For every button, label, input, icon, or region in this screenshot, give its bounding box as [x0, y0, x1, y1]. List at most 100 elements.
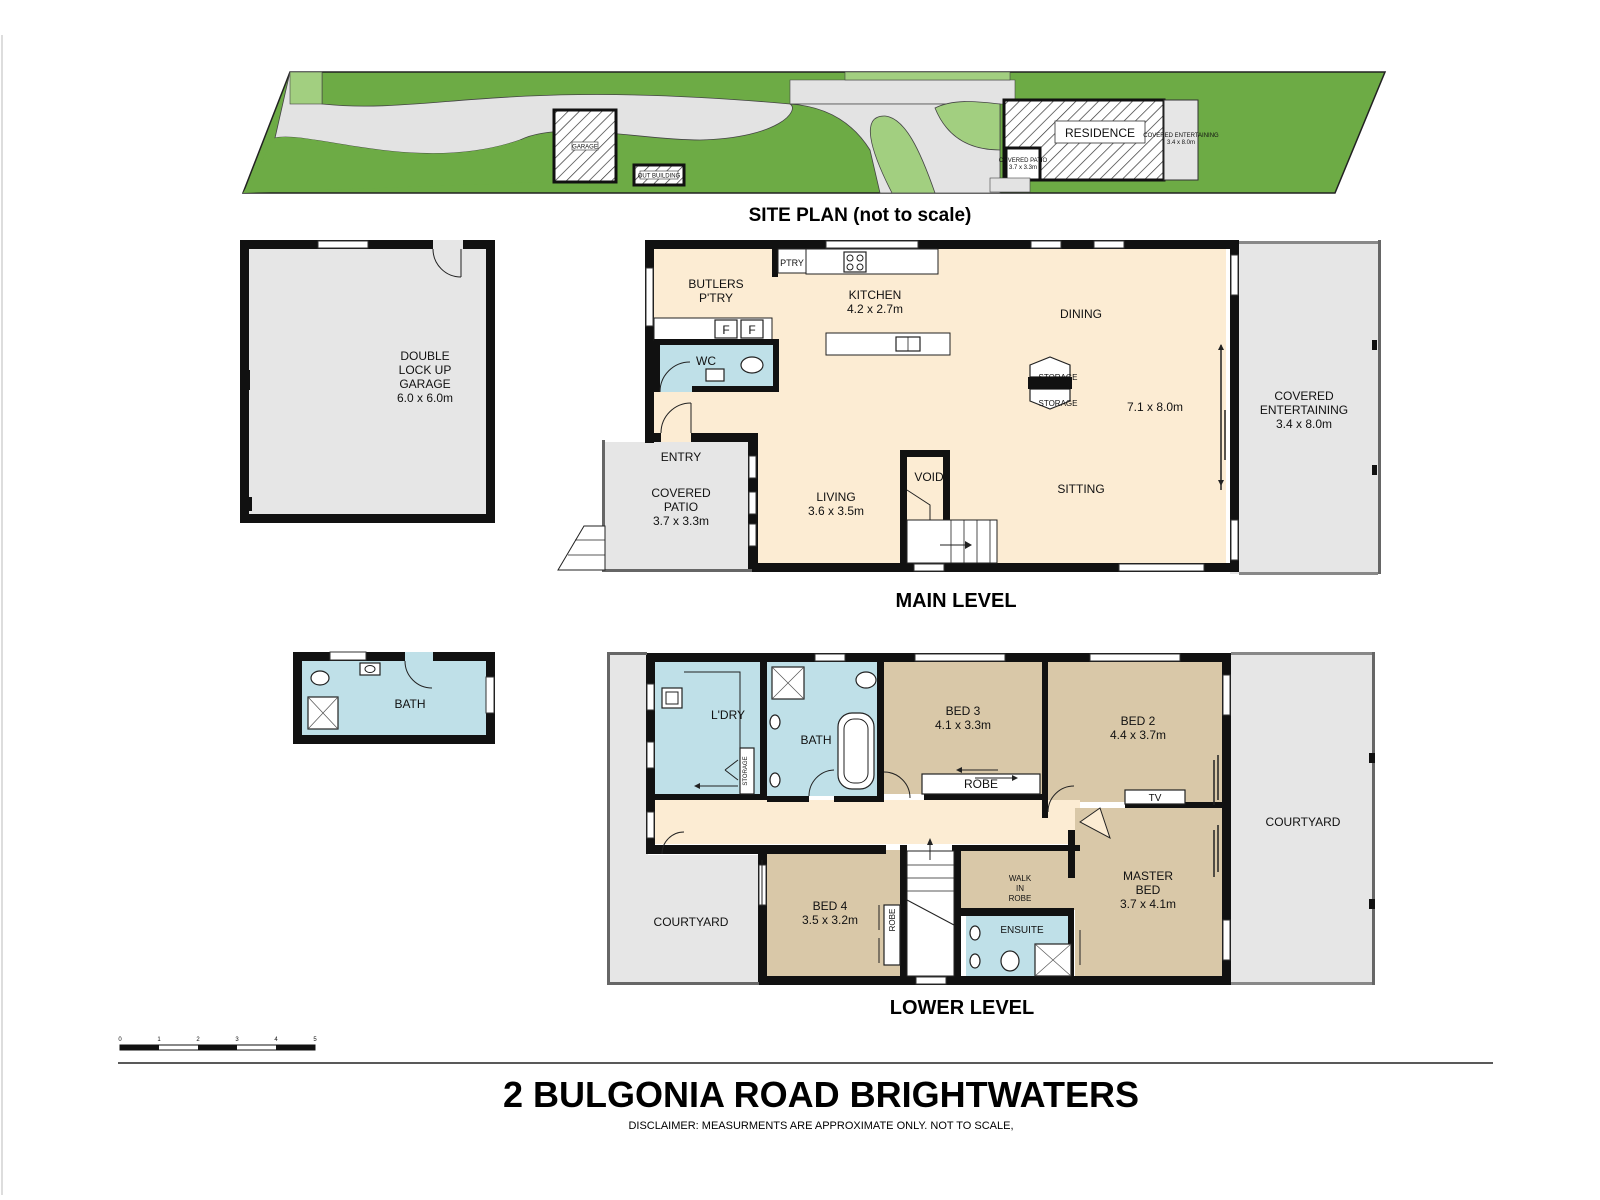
covered-patio-dims: 3.7 x 3.3m: [653, 514, 709, 528]
site-lawn-corner: [289, 71, 323, 105]
svg-text:PTRY: PTRY: [780, 258, 804, 268]
laundry-storage-label: STORAGE: [743, 756, 749, 785]
laundry-label: L'DRY: [711, 708, 745, 722]
svg-text:F: F: [748, 323, 755, 337]
sitting-label: SITTING: [1057, 482, 1104, 496]
void-label: VOID: [914, 470, 944, 484]
site-residence-label: RESIDENCE: [1065, 126, 1135, 140]
site-covered-entertaining: [1163, 99, 1199, 181]
covered-patio-label-2: PATIO: [664, 500, 698, 514]
kitchen-island: [825, 332, 951, 356]
scale-tick-3: 3: [235, 1037, 239, 1043]
living-label: LIVING: [816, 490, 855, 504]
lower-bath-label: BATH: [800, 733, 831, 747]
scale-bar: 0 1 2 3 4 5: [118, 1037, 317, 1051]
garage-label-line3: GARAGE: [399, 377, 450, 391]
garage-floor: [240, 240, 495, 523]
wc-label: WC: [696, 354, 716, 368]
bed3-dims: 4.1 x 3.3m: [935, 718, 991, 732]
tv-label: TV: [1149, 793, 1162, 804]
fridge-2: [740, 319, 764, 339]
bed2-dims: 4.4 x 3.7m: [1110, 728, 1166, 742]
garage-label-line2: LOCK UP: [399, 363, 452, 377]
butlers-pantry-label-2: P'TRY: [699, 291, 733, 305]
covered-entertaining-dims: 3.4 x 8.0m: [1276, 417, 1332, 431]
scale-tick-0: 0: [118, 1037, 122, 1043]
covered-patio-floor: [605, 442, 753, 572]
site-covered-patio: [1004, 146, 1042, 182]
toilet-icon: [310, 670, 330, 686]
site-outbuilding-tag: OUT BUILDING: [638, 174, 681, 180]
svg-text:3.7 x 3.3m: 3.7 x 3.3m: [1009, 165, 1037, 171]
walk-in-robe-label-1: WALK: [1009, 874, 1032, 883]
butlers-pantry-label-1: BUTLERS: [688, 277, 743, 291]
courtyard-right-floor: [1230, 655, 1375, 985]
covered-patio-label-1: COVERED: [651, 486, 711, 500]
bed2-label: BED 2: [1121, 714, 1156, 728]
entry-door-swing: [660, 402, 692, 434]
storage-label-1: STORAGE: [1039, 373, 1078, 382]
bath-door-swing: [404, 660, 433, 689]
ensuite-label: ENSUITE: [1000, 925, 1044, 936]
covered-entertaining-floor: [1230, 244, 1378, 574]
laundry-tub-icon: [661, 687, 683, 709]
svg-text:3.4 x 8.0m: 3.4 x 8.0m: [1167, 140, 1195, 146]
scale-tick-2: 2: [196, 1037, 200, 1043]
main-level-plan: F F PTRY: [557, 240, 1381, 612]
kitchen-label: KITCHEN: [849, 288, 902, 302]
garage-dims: 6.0 x 6.0m: [397, 391, 453, 405]
walk-in-robe-floor: [960, 850, 1080, 910]
walk-in-robe-label-2: IN: [1016, 884, 1024, 893]
site-garden-bed: [870, 115, 936, 194]
bed4-label: BED 4: [813, 899, 848, 913]
patio-steps: [557, 525, 606, 571]
site-covered-patio-tag: COVERED PATIO: [999, 158, 1048, 164]
cooktop-icon: [843, 251, 867, 273]
bed2-floor: [1048, 662, 1223, 802]
garage-window: [317, 240, 369, 249]
basin-icon: [359, 662, 381, 676]
pantry-cupboard: [777, 248, 807, 274]
lower-bath-toilet-icon: [855, 671, 877, 689]
property-address-title: 2 BULGONIA ROAD BRIGHTWATERS: [503, 1074, 1139, 1115]
ensuite-toilet-icon: [1000, 950, 1020, 972]
garage-label-line1: DOUBLE: [400, 349, 449, 363]
dining-label: DINING: [1060, 307, 1102, 321]
kitchen-window: [825, 240, 919, 249]
site-plan-title: SITE PLAN (not to scale): [749, 205, 972, 226]
tv-unit: [1124, 789, 1186, 805]
bed3-label: BED 3: [946, 704, 981, 718]
walk-in-robe-label-3: ROBE: [1009, 894, 1032, 903]
kitchen-dims: 4.2 x 2.7m: [847, 302, 903, 316]
covered-entertaining-label-2: ENTERTAINING: [1260, 403, 1348, 417]
wc-toilet-icon: [740, 356, 764, 374]
open-plan-dims: 7.1 x 8.0m: [1127, 400, 1183, 414]
site-garage-tag: GARAGE: [572, 145, 598, 151]
site-driveway: [274, 71, 793, 154]
fridge-1: [714, 319, 738, 339]
garage-plan: DOUBLE LOCK UP GARAGE 6.0 x 6.0m: [240, 240, 495, 523]
courtyard-left-label: COURTYARD: [654, 915, 729, 929]
svg-text:F: F: [722, 323, 729, 337]
bed3-floor: [884, 662, 1042, 794]
bathtub-icon: [837, 712, 875, 790]
bed4-robe: [883, 904, 901, 966]
scale-tick-1: 1: [157, 1037, 161, 1043]
scale-tick-5: 5: [313, 1037, 317, 1043]
storage-unit-2: [1029, 388, 1071, 410]
living-dims: 3.6 x 3.5m: [808, 504, 864, 518]
garage-door-swing: [432, 248, 462, 278]
bed3-robe-label: ROBE: [964, 777, 998, 791]
site-covered-ent-tag: COVERED ENTERTAINING: [1143, 133, 1219, 139]
main-level-title: MAIN LEVEL: [895, 590, 1016, 612]
outbuilding-bath-plan: BATH: [293, 651, 495, 744]
outbuilding-bath-label: BATH: [394, 697, 425, 711]
bed3-robe: [921, 773, 1041, 795]
disclaimer-text: DISCLAIMER: MEASURMENTS ARE APPROXIMATE …: [628, 1120, 1013, 1132]
site-plan: GARAGE OUT BUILDING RESIDENCE COVERED PA…: [241, 71, 1387, 226]
laundry-storage: [739, 747, 755, 795]
lower-stairs: [906, 850, 955, 977]
storage-label-2: STORAGE: [1039, 399, 1078, 408]
courtyard-left-floor: [610, 855, 758, 985]
storage-unit-1: [1029, 356, 1071, 378]
